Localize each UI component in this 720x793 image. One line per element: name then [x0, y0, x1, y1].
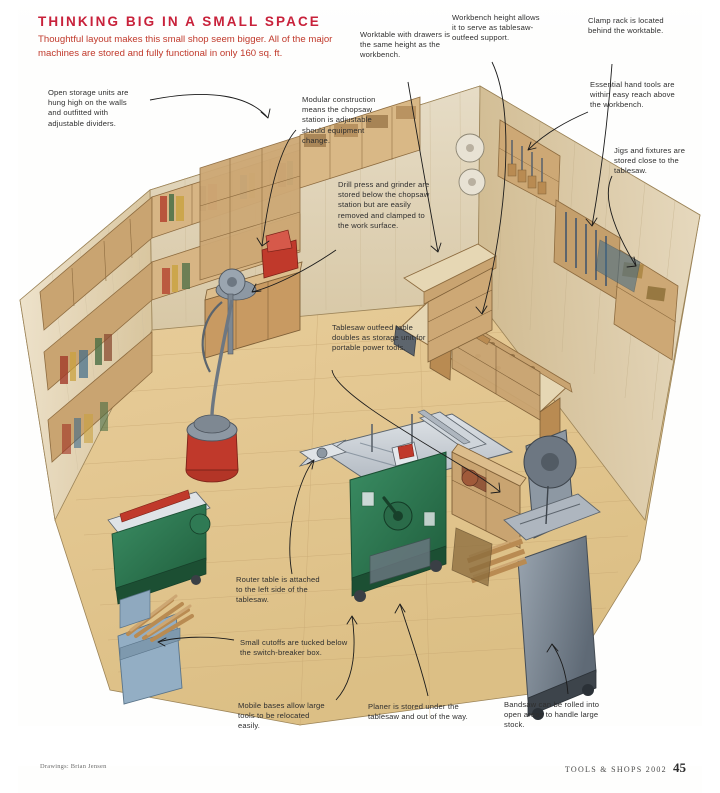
illustration-credit: Drawings: Brian Jensen — [40, 763, 107, 770]
callout-router-table: Router table is attached to the left sid… — [236, 575, 320, 605]
callout-worktable-drawers: Worktable with drawers is the same heigh… — [360, 30, 451, 60]
folio-title: TOOLS & SHOPS 2002 — [564, 765, 667, 774]
callout-planer: Planer is stored under the tablesaw and … — [368, 702, 468, 722]
callout-jigs-fixtures: Jigs and fixtures are stored close to th… — [614, 146, 686, 176]
callout-bandsaw: Bandsaw can be rolled into open areas to… — [504, 700, 600, 730]
page-title: THINKING BIG IN A SMALL SPACE — [38, 14, 321, 29]
callout-workbench-height: Workbench height allows it to serve as t… — [452, 13, 540, 43]
folio: TOOLS & SHOPS 2002 45 — [565, 760, 686, 776]
callout-hand-tools: Essential hand tools are within easy rea… — [590, 80, 675, 110]
page-number: 45 — [673, 760, 686, 775]
callout-open-storage: Open storage units are hung high on the … — [48, 88, 129, 128]
callout-clamp-rack: Clamp rack is located behind the worktab… — [588, 16, 664, 36]
callout-mobile-bases: Mobile bases allow large tools to be rel… — [238, 701, 325, 731]
callout-outfeed-table: Tablesaw outfeed table doubles as storag… — [332, 323, 426, 353]
page-deck: Thoughtful layout makes this small shop … — [38, 34, 333, 59]
callout-small-cutoffs: Small cutoffs are tucked below the switc… — [240, 638, 348, 658]
callout-drill-press: Drill press and grinder are stored below… — [338, 180, 430, 230]
callout-modular-construction: Modular construction means the chopsaw s… — [302, 95, 376, 145]
callout-leader-lines — [149, 61, 637, 701]
